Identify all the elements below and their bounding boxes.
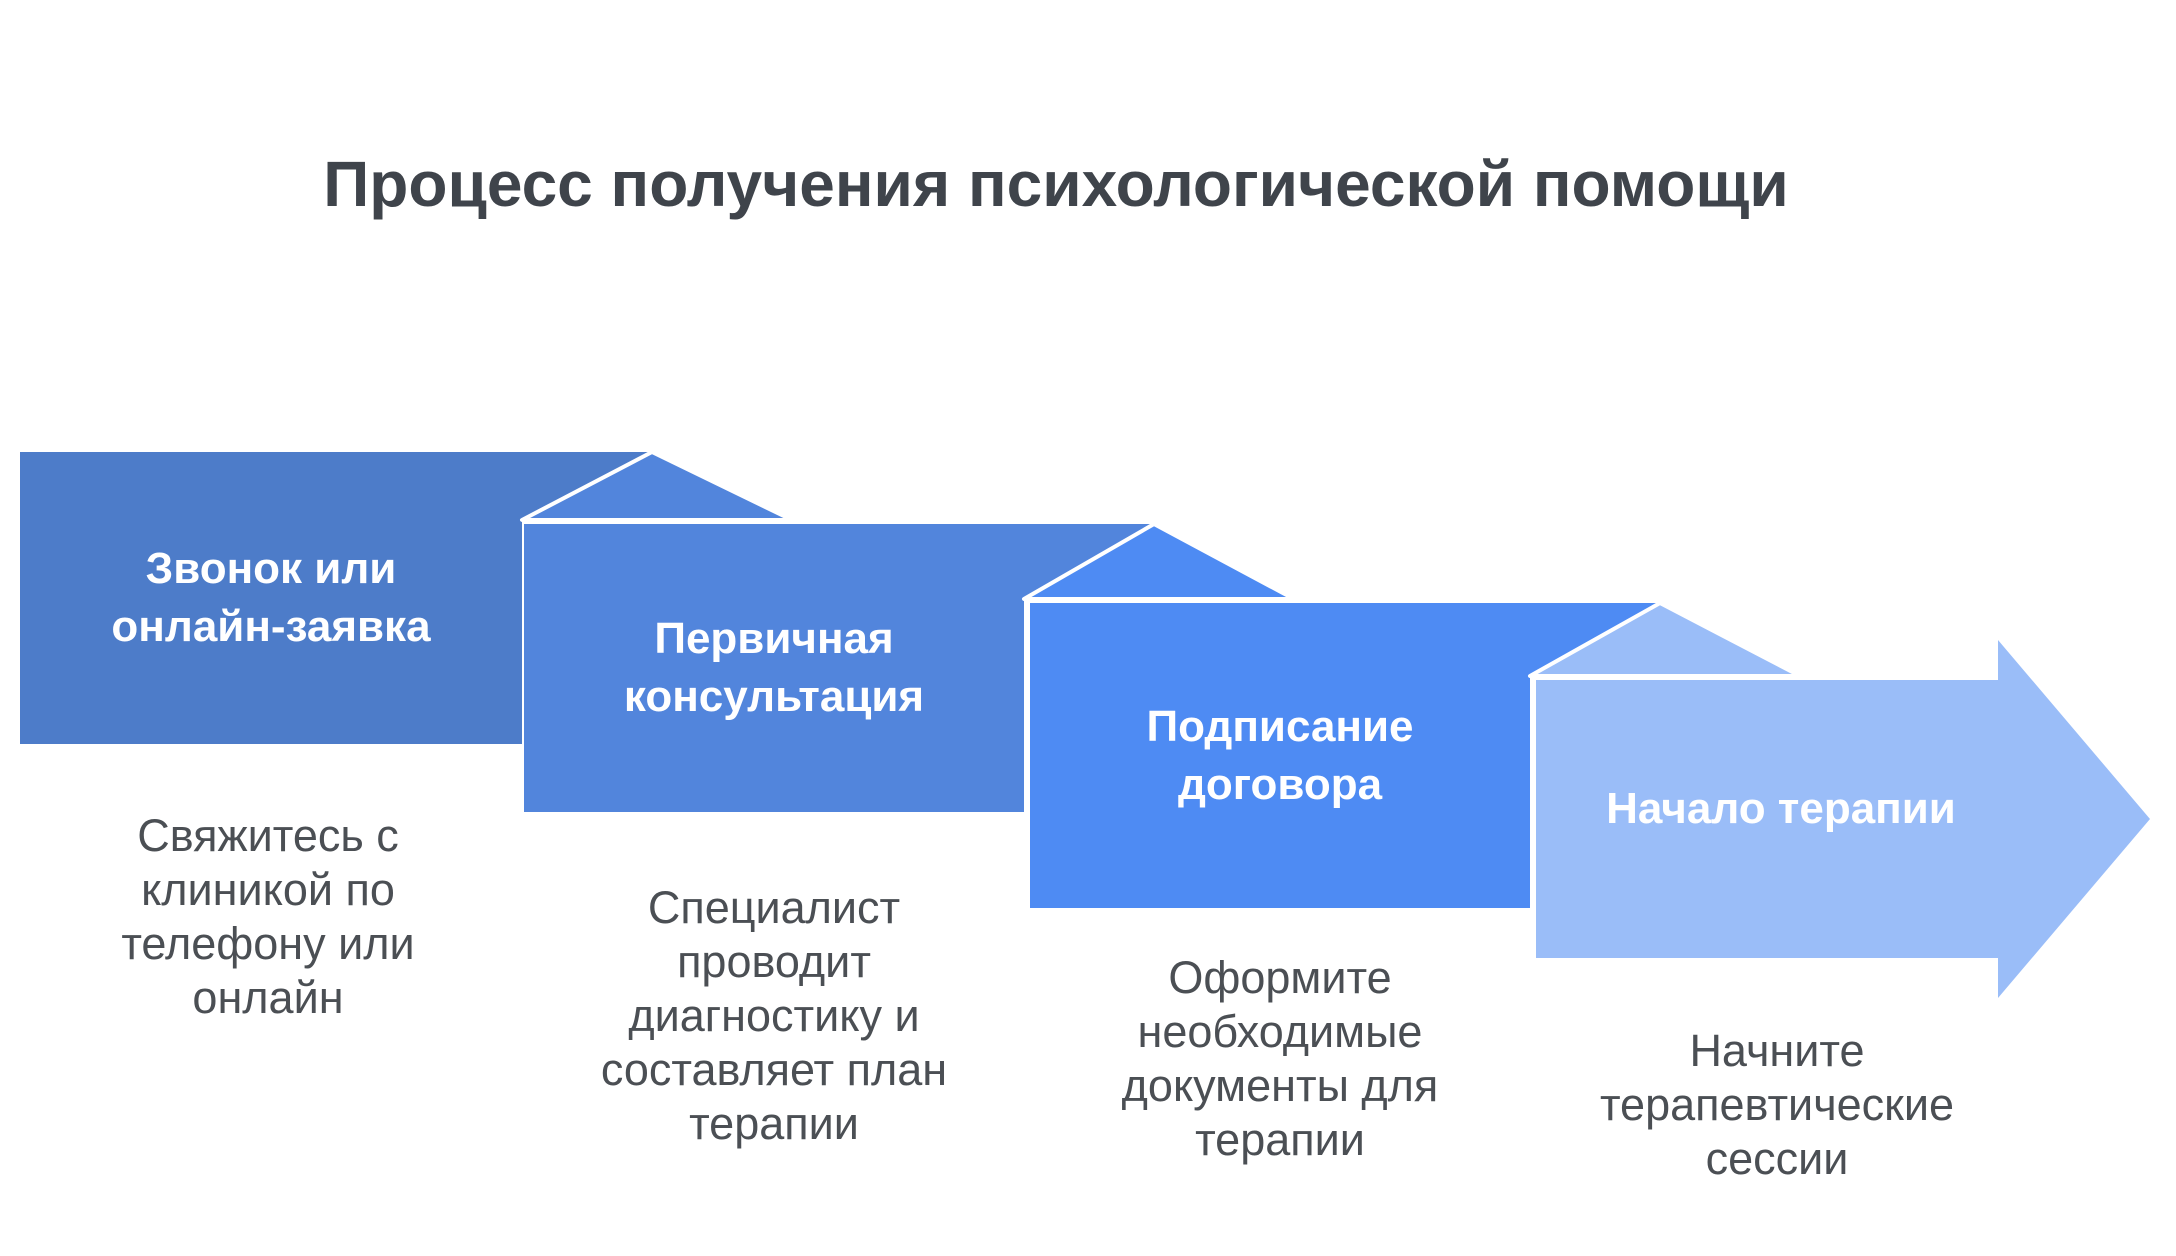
- step-3-label: Подписание договора: [1146, 701, 1414, 809]
- step-1-shape: [20, 452, 652, 744]
- step-2-fold: [520, 450, 794, 522]
- step-3-fold: [1022, 522, 1296, 601]
- step-2-shape: [524, 524, 1154, 812]
- step-2-label: Первичная консультация: [623, 614, 925, 721]
- step-2-description: Специалист проводит диагностику и состав…: [600, 882, 948, 1149]
- page-title: Процесс получения психологической помощи: [323, 148, 1789, 220]
- step-3-shape: [1030, 603, 1660, 908]
- step-4-label: Начало терапии: [1606, 784, 1956, 833]
- step-3-description: Оформите необходимые документы для терап…: [1121, 952, 1439, 1165]
- step-4-arrow-shape: [1536, 640, 2150, 998]
- step-4-fold: [1528, 601, 1802, 678]
- step-4-description: Начните терапевтические сессии: [1599, 1025, 1955, 1184]
- step-1-description: Свяжитесь с клиникой по телефону или онл…: [121, 810, 415, 1023]
- step-1-label: Звонок или онлайн-заявка: [111, 544, 431, 651]
